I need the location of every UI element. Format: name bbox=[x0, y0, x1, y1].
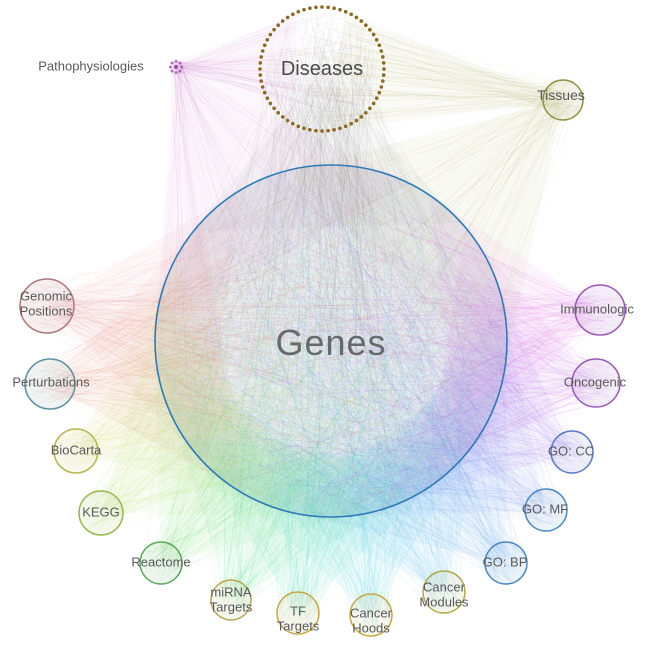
node-perturbations bbox=[24, 358, 76, 410]
genes-node-fill bbox=[155, 165, 507, 517]
node-kegg bbox=[78, 490, 124, 536]
node-genomic_positions bbox=[19, 278, 75, 334]
node-genes bbox=[154, 164, 508, 518]
node-go_bp bbox=[484, 541, 528, 585]
node-tf_targets bbox=[276, 591, 320, 635]
edge-wedges bbox=[47, 11, 600, 615]
node-reactome bbox=[139, 541, 183, 585]
node-immunologic bbox=[574, 284, 626, 336]
node-go_mf bbox=[524, 488, 568, 532]
node-diseases bbox=[258, 5, 386, 133]
edge-lines bbox=[21, 11, 621, 635]
node-mirna_targets bbox=[210, 579, 252, 621]
node-tissues bbox=[542, 79, 584, 121]
node-cancer_hoods bbox=[349, 593, 393, 637]
node-oncogenic bbox=[571, 358, 621, 408]
nodes bbox=[19, 5, 626, 637]
node-pathophysiologies bbox=[168, 59, 184, 75]
node-cancer_modules bbox=[422, 570, 466, 614]
node-biocarta bbox=[53, 428, 99, 474]
node-go_cc bbox=[550, 430, 594, 474]
